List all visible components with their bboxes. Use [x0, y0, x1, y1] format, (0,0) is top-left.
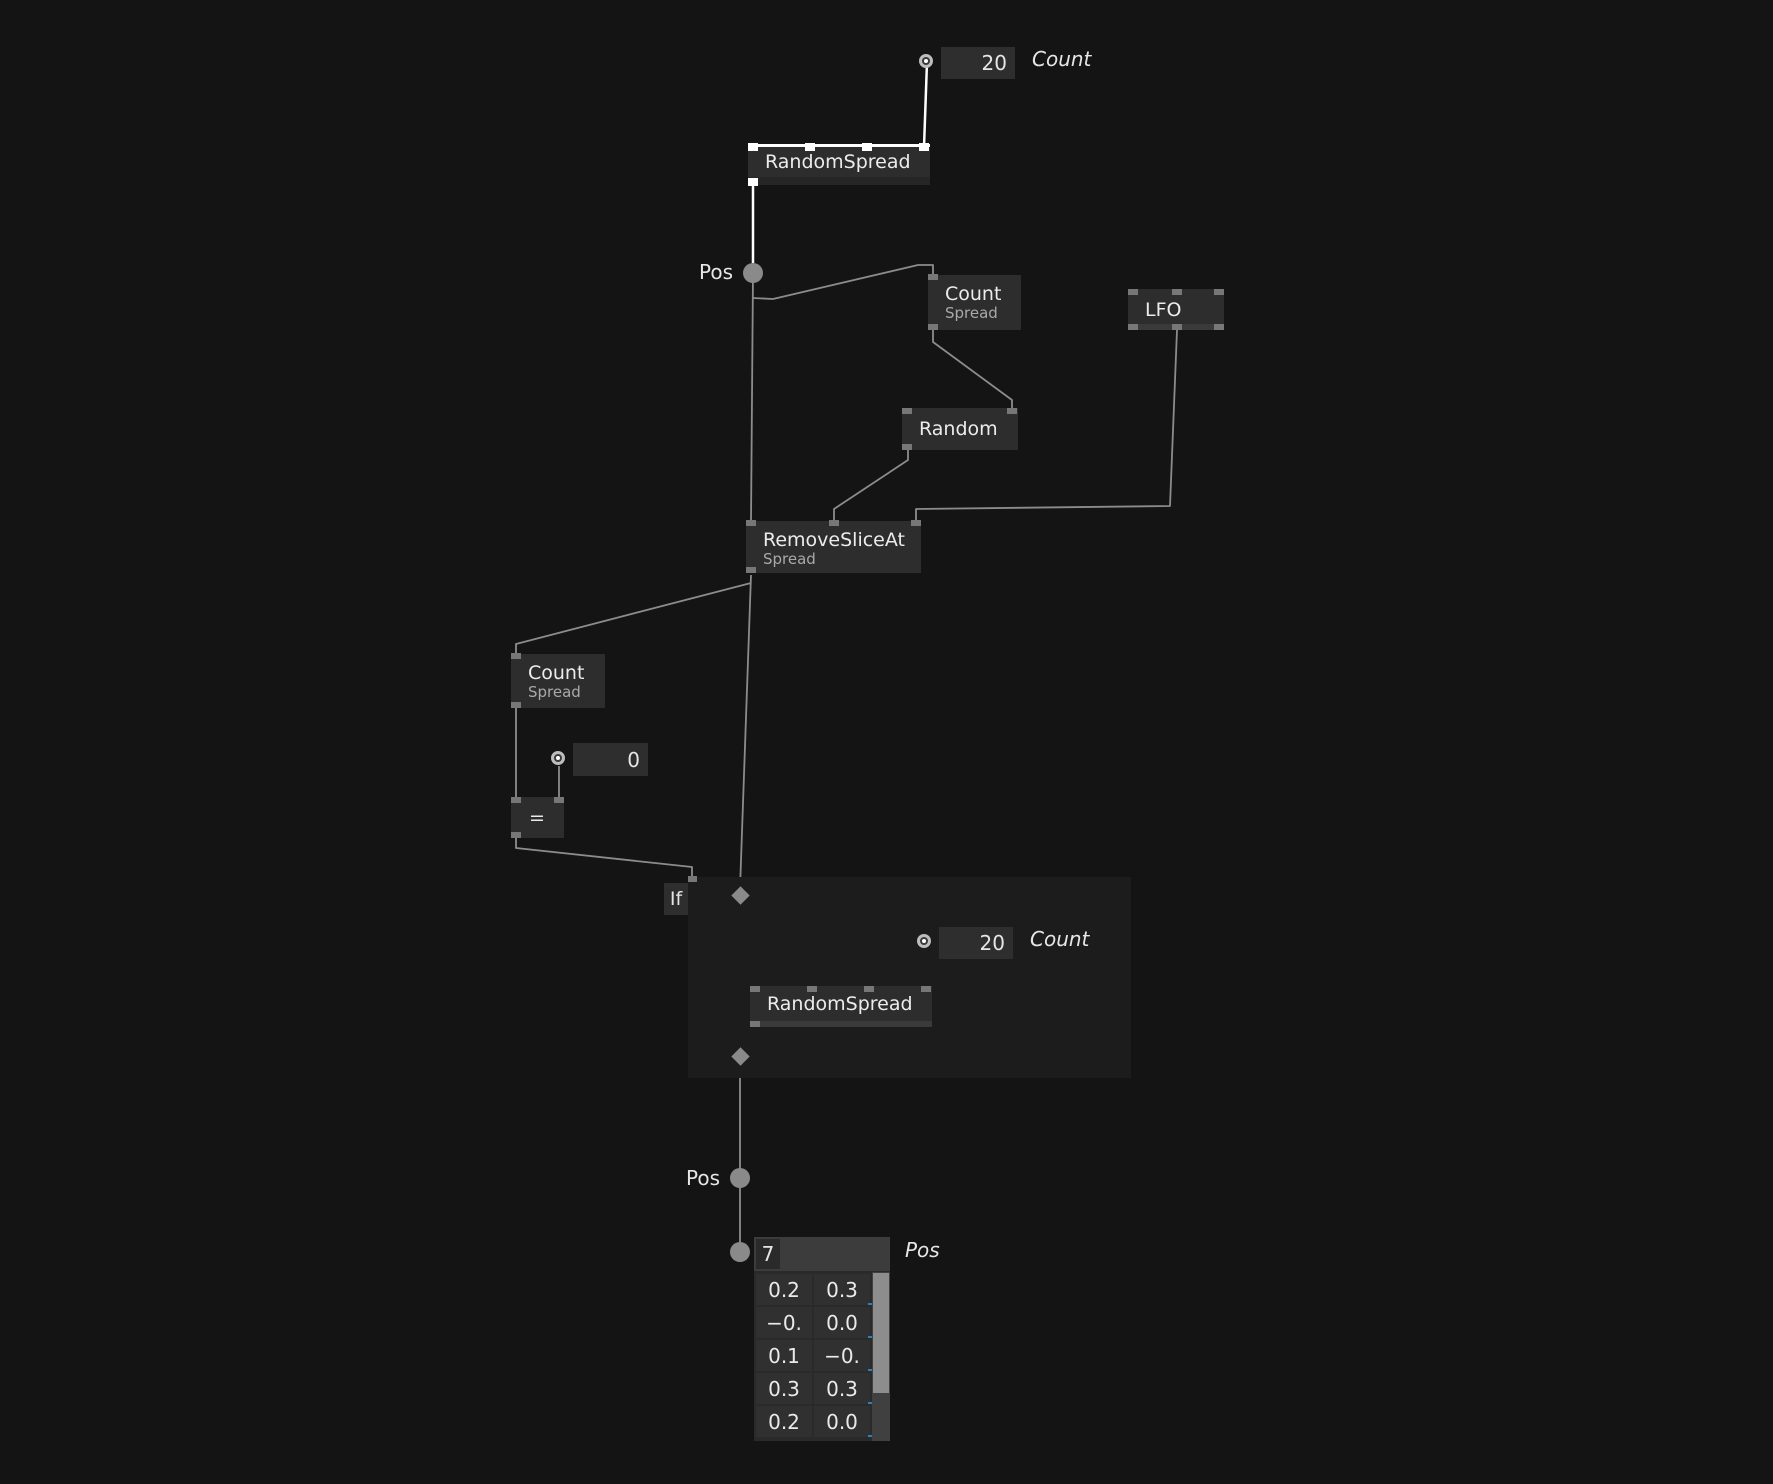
count-node-2-title: Count [528, 662, 585, 684]
count-node-1-title: Count [945, 283, 1002, 305]
random-spread-inner-input-pin[interactable] [864, 986, 874, 992]
equals-title: = [529, 806, 545, 829]
count-node-2-category: Spread [528, 683, 581, 701]
spread-cell[interactable]: −0. [756, 1307, 812, 1338]
spread-cell[interactable]: 0.0 [814, 1406, 870, 1437]
equals-node[interactable]: = [511, 797, 564, 838]
pos-pad-bottom-icon[interactable] [730, 1168, 750, 1188]
spread-cell[interactable]: 0.2 [756, 1406, 812, 1437]
remove-slice-input-pin[interactable] [746, 520, 756, 526]
count-iobox-inner[interactable]: 20 [939, 927, 1013, 959]
pos-pad-bottom-label: Pos [686, 1166, 721, 1190]
count-pin-icon[interactable] [919, 54, 933, 68]
zero-pin-icon[interactable] [551, 751, 565, 765]
remove-slice-title: RemoveSliceAt [763, 529, 905, 551]
count-node-1-category: Spread [945, 304, 998, 322]
spread-cell[interactable]: 0.3 [756, 1373, 812, 1404]
spread-table-header: 7 [754, 1237, 890, 1271]
link-pos-to-removeslice[interactable] [750, 272, 754, 523]
lfo-input-pin[interactable] [1172, 289, 1182, 295]
spread-cell[interactable]: 0.0 [814, 1307, 870, 1338]
remove-slice-output-pin[interactable] [746, 567, 756, 573]
zero-iobox[interactable]: 0 [573, 743, 648, 776]
link-removeslice-to-count[interactable] [515, 582, 752, 654]
random-spread-top-input-pin[interactable] [805, 143, 815, 151]
if-region[interactable] [688, 877, 1131, 1078]
spread-cell-marker [868, 1336, 872, 1338]
count-node-1-input-pin[interactable] [928, 274, 938, 280]
link-lfo-to-removeslice[interactable] [915, 329, 1178, 522]
random-spread-inner-input-pin[interactable] [807, 986, 817, 992]
random-input-pin[interactable] [902, 408, 912, 414]
lfo-output-pin[interactable] [1172, 324, 1182, 330]
equals-input-pin[interactable] [511, 797, 521, 803]
link-pos-to-count[interactable] [752, 264, 934, 300]
equals-input-pin[interactable] [554, 797, 564, 803]
random-spread-top-input-pin[interactable] [748, 143, 758, 151]
spread-cell[interactable]: 0.1 [756, 1340, 812, 1371]
lfo-title: LFO [1145, 298, 1182, 321]
count-node-2-output-pin[interactable] [511, 702, 521, 708]
spread-scrollbar-thumb[interactable] [873, 1273, 889, 1393]
pos-pad-top-icon[interactable] [743, 263, 763, 283]
spread-cell[interactable]: 0.3 [814, 1373, 870, 1404]
count-iobox-top-label: Count [1032, 47, 1092, 71]
spread-count[interactable]: 7 [756, 1239, 780, 1269]
inner-count-pin-icon[interactable] [917, 934, 931, 948]
remove-slice-input-pin[interactable] [911, 520, 921, 526]
if-condition-pin[interactable] [688, 876, 697, 882]
random-spread-top-title: RandomSpread [765, 151, 911, 173]
random-spread-node-top[interactable]: RandomSpread [748, 144, 930, 185]
random-spread-top-input-pin[interactable] [919, 143, 929, 151]
equals-output-pin[interactable] [511, 832, 521, 838]
link-count-to-random[interactable] [932, 330, 1013, 412]
count-spread-node-2[interactable]: Count Spread [511, 654, 605, 708]
link-random-to-removeslice[interactable] [833, 448, 909, 522]
random-spread-inner-input-pin[interactable] [921, 986, 931, 992]
spread-table-input-icon[interactable] [730, 1242, 750, 1262]
lfo-output-pin[interactable] [1214, 324, 1224, 330]
spread-cell-marker [868, 1303, 872, 1305]
link-equals-to-if[interactable] [515, 836, 693, 878]
random-input-pin[interactable] [1007, 408, 1017, 414]
random-spread-top-output-pin[interactable] [748, 178, 758, 186]
random-spread-inner-title: RandomSpread [767, 992, 913, 1015]
random-spread-top-input-pin[interactable] [862, 143, 872, 151]
spread-cell-marker [868, 1369, 872, 1371]
lfo-input-pin[interactable] [1214, 289, 1224, 295]
if-region-label[interactable]: If [664, 883, 688, 915]
spread-cell[interactable]: 0.3 [814, 1274, 870, 1305]
spread-cell-marker [868, 1402, 872, 1404]
random-spread-node-inner[interactable]: RandomSpread [750, 986, 932, 1027]
count-spread-node-1[interactable]: Count Spread [928, 275, 1021, 330]
spread-cell[interactable]: −0. [814, 1340, 870, 1371]
remove-slice-category: Spread [763, 550, 816, 568]
random-spread-inner-output-pin[interactable] [750, 1021, 760, 1027]
count-iobox-top[interactable]: 20 [941, 47, 1015, 79]
spread-cell-marker [868, 1435, 872, 1437]
remove-slice-at-node[interactable]: RemoveSliceAt Spread [746, 521, 921, 573]
random-title: Random [919, 418, 998, 440]
lfo-input-pin[interactable] [1128, 289, 1138, 295]
lfo-output-pin[interactable] [1128, 324, 1138, 330]
random-node[interactable]: Random [902, 408, 1018, 450]
pos-pad-top-label: Pos [699, 260, 734, 284]
link-removeslice-to-if[interactable] [739, 574, 752, 890]
spread-cell[interactable]: 0.2 [756, 1274, 812, 1305]
count-node-1-output-pin[interactable] [928, 324, 938, 330]
random-spread-inner-input-pin[interactable] [750, 986, 760, 992]
count-node-2-input-pin[interactable] [511, 653, 521, 659]
link-count-to-randomspread[interactable] [922, 61, 929, 148]
random-output-pin[interactable] [902, 444, 912, 450]
spread-table[interactable]: 7 0.2 0.3 −0. 0.0 0.1 −0. 0.3 0.3 0.2 0.… [754, 1237, 890, 1441]
count-iobox-inner-label: Count [1030, 927, 1090, 951]
remove-slice-input-pin[interactable] [829, 520, 839, 526]
spread-table-label: Pos [905, 1238, 940, 1262]
